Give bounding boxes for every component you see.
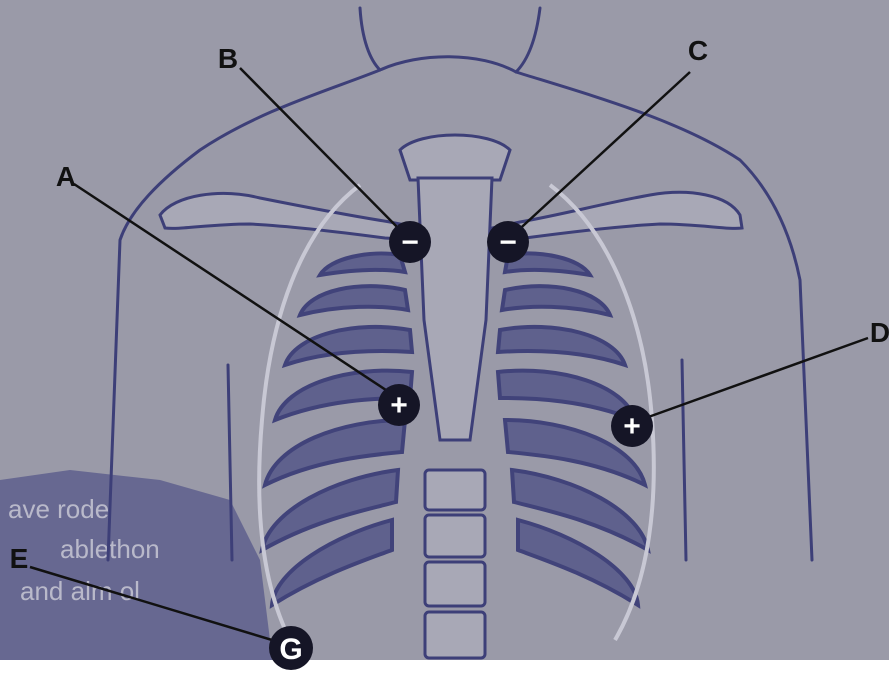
electrode-left-upper-symbol: −	[499, 226, 517, 259]
electrode-right-upper: −	[389, 221, 431, 263]
vertebra-2	[425, 515, 485, 557]
label-a: A	[56, 161, 76, 192]
manubrium-top	[400, 135, 510, 180]
electrode-right-lower-symbol: +	[390, 389, 408, 422]
label-c: C	[688, 35, 708, 66]
background-text-1: ave rode	[8, 494, 109, 524]
electrode-right-upper-symbol: −	[401, 226, 419, 259]
vertebra-3	[425, 562, 485, 606]
vertebra-4	[425, 612, 485, 658]
electrode-ground: G	[269, 626, 313, 670]
vertebra-1	[425, 470, 485, 510]
label-d: D	[870, 317, 889, 348]
electrode-left-upper: −	[487, 221, 529, 263]
background-text-3: and alm ol	[20, 576, 140, 606]
electrode-ground-symbol: G	[279, 633, 302, 666]
electrode-right-lower: +	[378, 384, 420, 426]
label-e: E	[10, 543, 29, 574]
label-b: B	[218, 43, 238, 74]
bottom-margin	[0, 660, 889, 682]
electrode-left-lower-symbol: +	[623, 410, 641, 443]
electrode-left-lower: +	[611, 405, 653, 447]
